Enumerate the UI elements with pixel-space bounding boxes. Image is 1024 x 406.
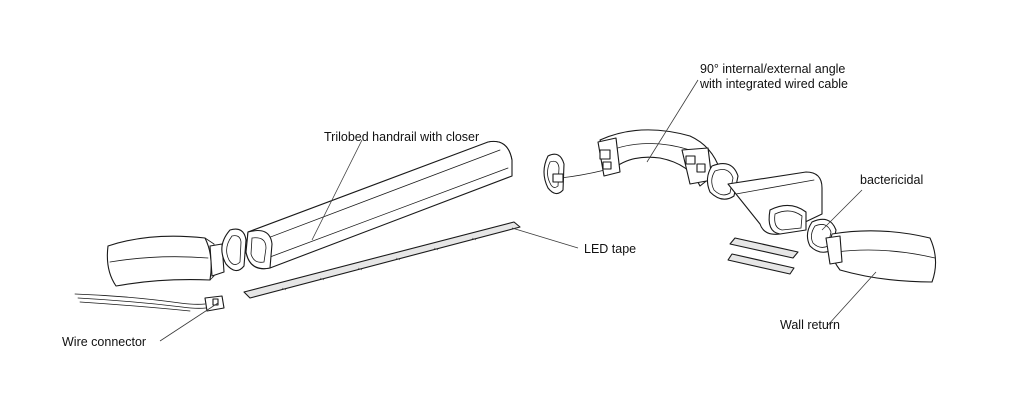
trilobed-handrail (245, 140, 513, 270)
middle-closer (543, 153, 606, 195)
leader-lines (159, 79, 877, 342)
angle-piece-90 (597, 129, 721, 187)
label-wall-return: Wall return (780, 318, 840, 332)
led-tape-strip (243, 221, 521, 299)
short-tube (727, 171, 823, 235)
short-led-tapes (727, 237, 799, 275)
left-wall-return (106, 235, 225, 287)
label-led-tape: LED tape (584, 242, 636, 256)
angle-closer (706, 163, 739, 200)
right-wall-return (825, 230, 937, 283)
left-closer (221, 228, 247, 272)
label-angle-line2: with integrated wired cable (699, 77, 848, 91)
label-angle-line1: 90° internal/external angle (700, 62, 845, 76)
label-bactericidal: bactericidal (860, 173, 923, 187)
label-wire-connector: Wire connector (62, 335, 146, 349)
label-handrail: Trilobed handrail with closer (324, 130, 479, 144)
wire-connector (74, 293, 225, 312)
